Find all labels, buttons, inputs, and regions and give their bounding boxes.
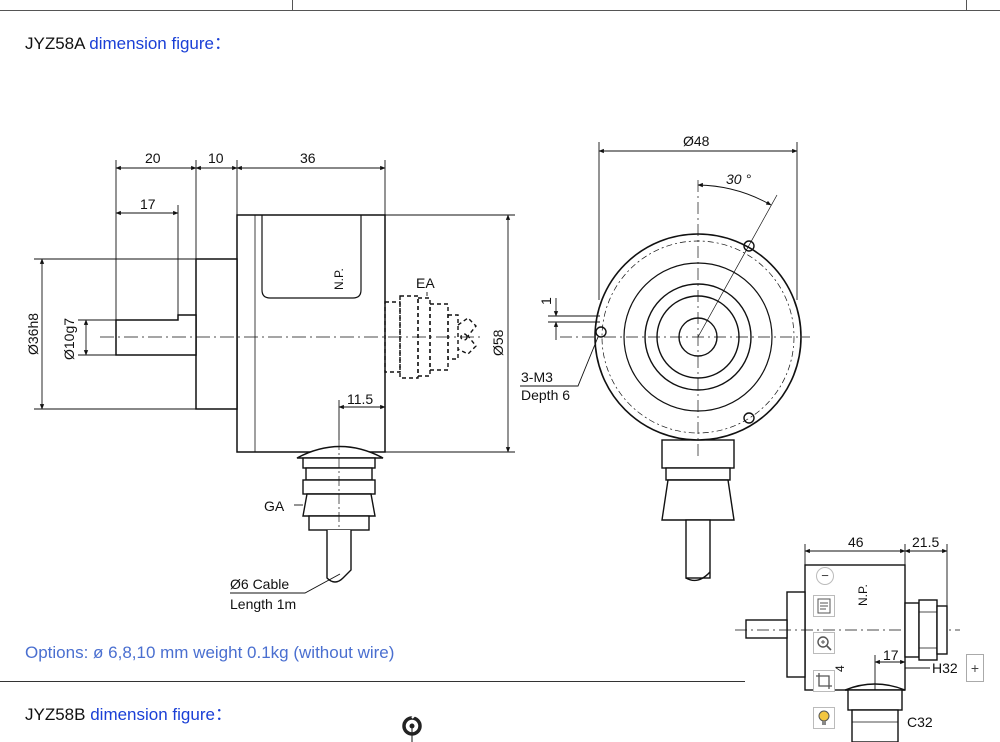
zoom-button[interactable] <box>813 632 835 654</box>
inset-dimensions <box>804 544 948 690</box>
front-view <box>560 180 810 582</box>
encoder-body <box>236 214 386 453</box>
inset-np-label: N.P. <box>856 584 870 606</box>
dim-10-label: 10 <box>208 150 224 166</box>
options-note: Options: ø 6,8,10 mm weight 0.1kg (witho… <box>25 643 395 662</box>
mount-hole <box>743 412 755 424</box>
front-view-dimensions <box>520 142 798 387</box>
depth-label: Depth 6 <box>521 387 570 403</box>
front-view-labels: Ø48 30 ° 1 3-M3 Depth 6 <box>521 133 751 403</box>
flange <box>195 258 238 410</box>
section-b-heading: JYZ58B dimension figure： <box>25 700 232 725</box>
dia-36h8-label: Ø36h8 <box>25 313 41 355</box>
loading-icon <box>402 714 422 736</box>
top-border <box>0 0 1000 11</box>
dia-10g7-label: Ø10g7 <box>61 318 77 360</box>
side-view-dimensions <box>34 160 515 594</box>
ea-label: EA <box>416 275 435 291</box>
h32-label: H32 <box>932 660 958 676</box>
collapse-button[interactable]: − <box>816 567 834 585</box>
inset-dim-46-label: 46 <box>848 534 864 550</box>
lightbulb-icon <box>818 710 830 725</box>
front-gland <box>661 439 735 582</box>
np-label: N.P. <box>332 268 346 290</box>
section-b-text: dimension figure： <box>85 705 232 724</box>
ga-gland <box>296 440 384 583</box>
h32-connector <box>904 599 948 661</box>
holes-label: 3-M3 <box>521 369 553 385</box>
dia-58-label: Ø58 <box>490 329 506 356</box>
tips-button[interactable] <box>813 707 835 729</box>
inset-dim-17-label: 17 <box>883 647 899 663</box>
top-border-tick <box>292 0 293 10</box>
crop-icon <box>816 673 832 689</box>
section-b-code: JYZ58B <box>25 705 86 724</box>
dim-20-label: 20 <box>145 150 161 166</box>
inset-view <box>735 564 960 742</box>
section-divider <box>0 681 745 682</box>
document-icon <box>817 598 831 614</box>
plus-icon: + <box>970 660 980 676</box>
collapse-icon: − <box>821 568 829 583</box>
side-view <box>100 214 480 583</box>
dim-11-5-label: 11.5 <box>347 391 373 407</box>
length-label: Length 1m <box>230 596 296 612</box>
section-a-code: JYZ58A <box>25 34 85 53</box>
inset-labels: 46 21.5 17 N.P. H32 C32 4 <box>833 534 958 730</box>
ga-label: GA <box>264 498 285 514</box>
dia-48-label: Ø48 <box>683 133 710 149</box>
dim-17-label: 17 <box>140 196 156 212</box>
inset-dim-4-label: 4 <box>833 665 847 672</box>
dim-1-label: 1 <box>538 297 554 305</box>
zoom-icon <box>817 636 832 651</box>
top-border-tick <box>966 0 967 10</box>
c32-label: C32 <box>907 714 933 730</box>
mount-hole <box>595 326 607 338</box>
side-view-labels: 20 10 36 17 Ø36h8 Ø10g7 Ø58 N.P. EA 11.5… <box>25 150 506 612</box>
ea-connector <box>384 295 477 379</box>
section-a-text: dimension figure： <box>84 34 232 53</box>
mount-hole <box>743 240 755 252</box>
cable-label: Ø6 Cable <box>230 576 289 592</box>
image-info-button[interactable] <box>813 595 835 617</box>
np-plate <box>261 215 362 299</box>
dim-36-label: 36 <box>300 150 316 166</box>
expand-button[interactable]: + <box>966 654 984 682</box>
crop-button[interactable] <box>813 670 835 692</box>
shaft <box>115 314 197 356</box>
inset-dim-21-5-label: 21.5 <box>912 534 939 550</box>
angle-30-label: 30 ° <box>726 171 751 187</box>
section-a-heading: JYZ58A dimension figure： <box>25 29 231 54</box>
c32-connector <box>844 683 906 742</box>
